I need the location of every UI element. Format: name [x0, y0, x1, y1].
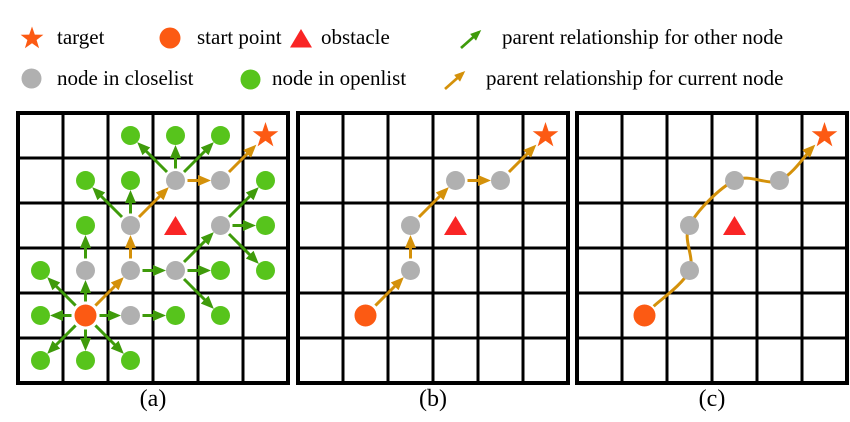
- obstacle-triangle: [444, 216, 467, 235]
- open-node: [76, 216, 95, 235]
- panel-b-grid: [296, 111, 570, 385]
- open-node: [166, 126, 185, 145]
- start-node: [633, 304, 656, 327]
- open-node: [121, 351, 140, 370]
- closelist-node-icon: [21, 68, 42, 89]
- other-parent-arrow-icon: [460, 30, 482, 50]
- closed-node: [401, 261, 420, 280]
- legend-label-current-parent: parent relationship for current node: [486, 66, 784, 90]
- open-node: [256, 216, 275, 235]
- closed-node: [121, 216, 140, 235]
- open-node: [256, 171, 275, 190]
- open-node: [121, 126, 140, 145]
- closed-node: [211, 171, 230, 190]
- parent-arrow: [227, 187, 259, 219]
- open-node: [211, 306, 230, 325]
- closed-node: [491, 171, 510, 190]
- parent-arrow: [507, 144, 537, 174]
- parent-arrow: [137, 187, 169, 219]
- open-node: [31, 351, 50, 370]
- target-star: [532, 122, 559, 147]
- parent-arrow: [94, 324, 124, 354]
- parent-arrow: [137, 142, 169, 174]
- caption-b: (b): [419, 386, 447, 412]
- start-point-icon: [159, 27, 181, 49]
- parent-arrow: [182, 142, 214, 174]
- legend-label-openlist: node in openlist: [272, 66, 407, 90]
- caption-c: (c): [698, 386, 726, 412]
- open-node: [166, 306, 185, 325]
- closed-node: [401, 216, 420, 235]
- grid-border: [575, 111, 849, 385]
- legend-label-closelist: node in closelist: [57, 66, 194, 90]
- open-node: [211, 126, 230, 145]
- open-node: [211, 261, 230, 280]
- parent-arrow: [227, 232, 259, 264]
- open-node: [76, 351, 95, 370]
- obstacle-triangle: [164, 216, 187, 235]
- closed-node: [770, 171, 789, 190]
- parent-arrow: [227, 144, 257, 174]
- obstacle-triangle: [723, 216, 746, 235]
- closed-node: [121, 261, 140, 280]
- open-node: [31, 261, 50, 280]
- panel-c-grid: [575, 111, 849, 385]
- closed-node: [680, 216, 699, 235]
- current-parent-arrow-icon: [444, 71, 466, 91]
- legend-label-obstacle: obstacle: [321, 25, 390, 49]
- closed-node: [121, 306, 140, 325]
- caption-a: (a): [139, 386, 167, 412]
- parent-arrow: [417, 187, 449, 219]
- closed-node: [211, 216, 230, 235]
- obstacle-icon: [290, 29, 312, 48]
- grid-border: [296, 111, 570, 385]
- target-star: [811, 122, 838, 147]
- target-star: [252, 122, 279, 147]
- open-node: [256, 261, 275, 280]
- closed-node: [166, 261, 185, 280]
- target-star-icon: [20, 26, 44, 49]
- closed-node: [725, 171, 744, 190]
- parent-arrow: [182, 277, 214, 309]
- parent-arrow: [92, 187, 124, 219]
- legend-label-other-parent: parent relationship for other node: [502, 25, 784, 49]
- closed-node: [680, 261, 699, 280]
- parent-arrow: [94, 277, 124, 307]
- parent-arrow: [374, 277, 404, 307]
- closed-node: [446, 171, 465, 190]
- start-node: [74, 304, 97, 327]
- open-node: [76, 171, 95, 190]
- open-node: [31, 306, 50, 325]
- closed-node: [76, 261, 95, 280]
- panel-a-grid: [16, 111, 290, 385]
- open-node: [121, 171, 140, 190]
- openlist-node-icon: [240, 69, 261, 90]
- start-node: [354, 304, 377, 327]
- closed-node: [166, 171, 185, 190]
- legend-label-start-point: start point: [197, 25, 282, 49]
- grid-border: [16, 111, 290, 385]
- legend-label-target: target: [57, 25, 105, 49]
- parent-arrow: [47, 277, 77, 307]
- parent-arrow: [182, 232, 214, 264]
- parent-arrow: [47, 324, 77, 354]
